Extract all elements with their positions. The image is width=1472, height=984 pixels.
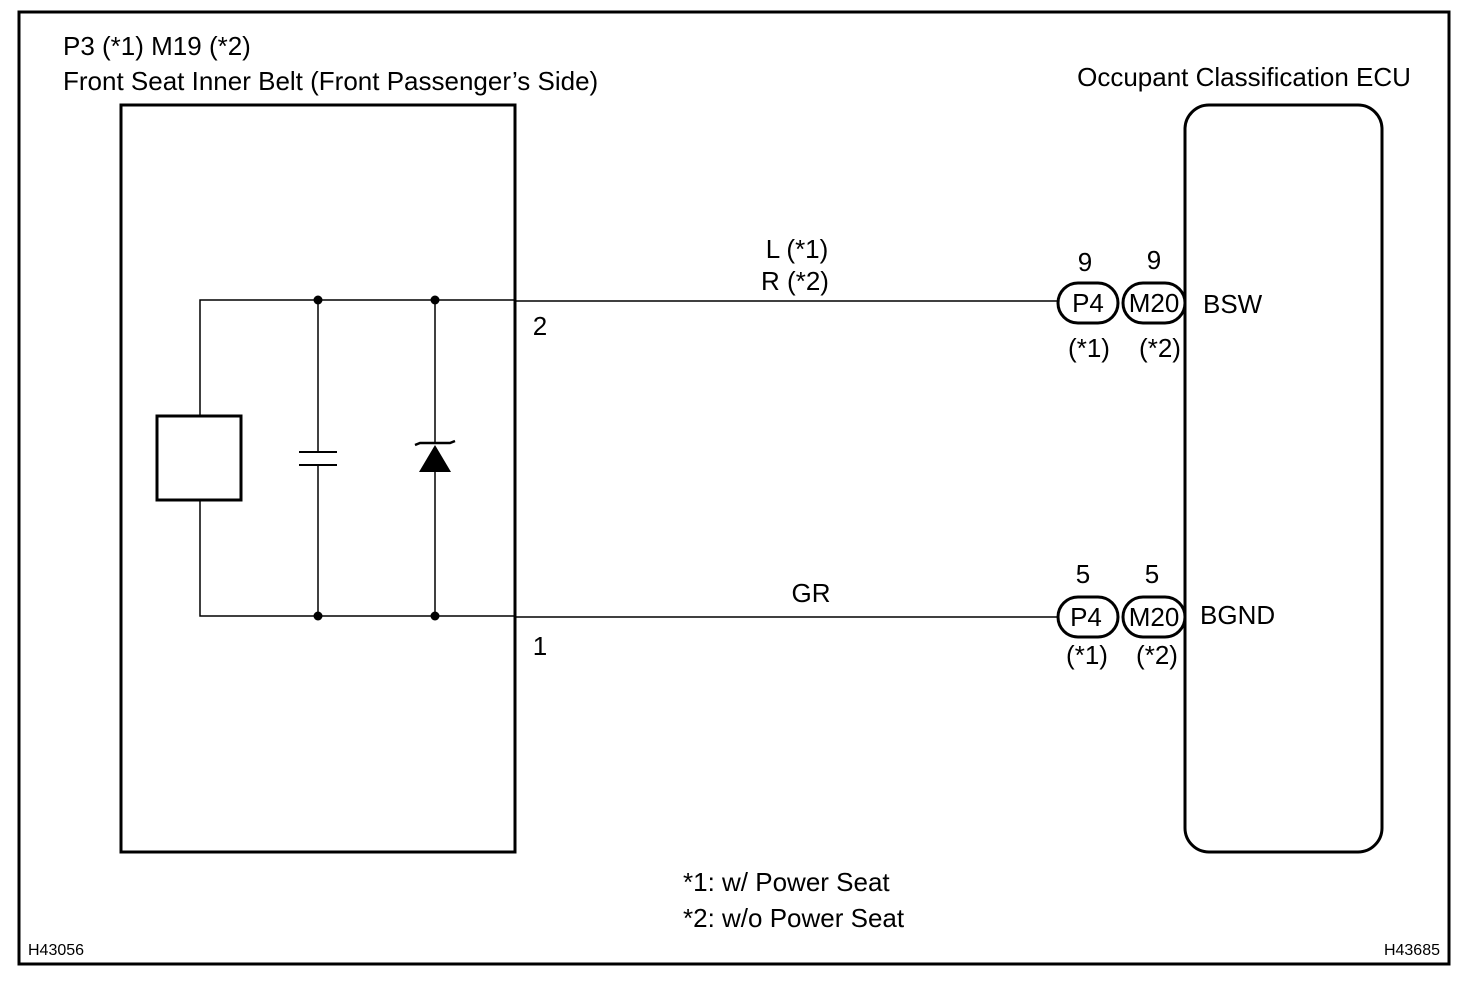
conn-top-b-name: M20 [1129,288,1180,318]
junction-dot [313,295,323,305]
sensor-pin-top: 2 [533,311,547,341]
conn-top-b-pin: 9 [1147,245,1161,275]
sensor-box [119,103,517,854]
figure-code-right: H43685 [1384,942,1440,959]
note-1: *1: w/ Power Seat [683,867,890,897]
conn-top-a-name: P4 [1072,288,1104,318]
junction-dot [430,295,440,305]
note-2: *2: w/o Power Seat [683,903,905,933]
conn-top-b-variant: (*2) [1139,333,1181,363]
conn-bottom-b-variant: (*2) [1136,640,1178,670]
ecu-terminal-bsw: BSW [1203,289,1263,319]
conn-bottom-b-pin: 5 [1145,559,1159,589]
sensor-pin-bottom: 1 [533,631,547,661]
wire-top-color-1: L (*1) [766,234,829,264]
figure-code-left: H43056 [28,942,84,959]
connector-bottom-a [1056,595,1120,639]
conn-bottom-a-variant: (*1) [1066,640,1108,670]
diagram-frame [17,10,1451,966]
conn-top-a-variant: (*1) [1068,333,1110,363]
sensor-name: Front Seat Inner Belt (Front Passenger’s… [63,66,598,96]
conn-top-a-pin: 9 [1078,247,1092,277]
sensor-internal-circuit [155,299,515,617]
sensor-switch-element [155,414,243,502]
ecu-terminal-bgnd: BGND [1200,600,1275,630]
junction-dot [430,611,440,621]
ecu-name: Occupant Classification ECU [1077,62,1411,92]
wire-bottom-color: GR [792,578,831,608]
wire-top-color-2: R (*2) [761,266,829,296]
sensor-connector-ref: P3 (*1) M19 (*2) [63,31,251,61]
ecu-box [1183,103,1384,854]
connector-top-a [1056,281,1120,325]
zener-diode-icon [419,445,451,472]
conn-bottom-b-name: M20 [1129,602,1180,632]
conn-bottom-a-pin: 5 [1076,559,1090,589]
zener-bar [414,439,456,447]
conn-bottom-a-name: P4 [1070,602,1102,632]
junction-dot [313,611,323,621]
